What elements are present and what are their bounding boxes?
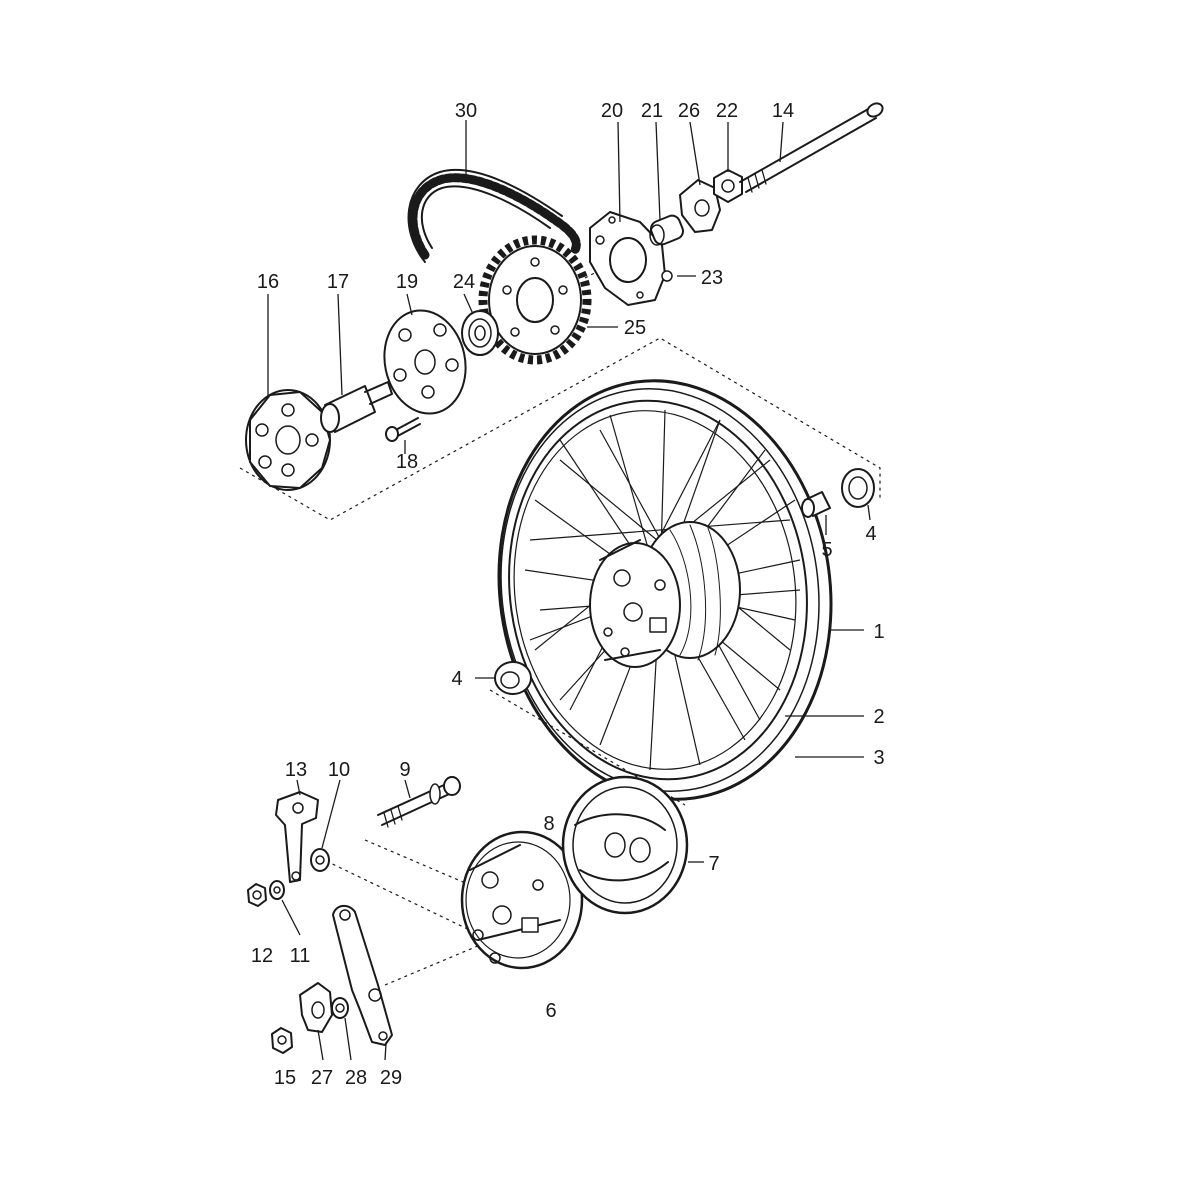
lever-washer [310,848,330,872]
rear-wheel [497,379,833,801]
sprocket-bearing [461,310,499,356]
label-part-5: 5 [821,539,832,561]
label-part-18: 18 [396,451,418,473]
label-part-3: 3 [873,747,884,769]
label-part-28: 28 [345,1067,367,1089]
distance-collar [320,381,393,433]
wheel-bearing-right [841,468,875,508]
lever-nut [247,883,267,907]
small-washer [269,880,285,900]
label-part-25: 25 [624,317,646,339]
label-part-19: 19 [396,271,418,293]
chain-adjuster-left [299,982,333,1033]
axle-nut [713,169,743,203]
torque-link-washer [331,997,349,1019]
mounting-bolt [385,417,421,442]
label-part-21: 21 [641,100,663,122]
rear-sprocket [478,235,592,365]
label-part-12: 12 [251,945,273,967]
drive-chain [407,168,581,263]
part-labels: 30 20 21 26 22 14 16 17 19 24 23 25 18 5… [251,100,885,1089]
brake-arm-lever [275,791,319,883]
label-part-26: 26 [678,100,700,122]
label-part-16: 16 [257,271,279,293]
label-part-17: 17 [327,271,349,293]
wheel-bearing-left [494,661,532,695]
label-part-22: 22 [716,100,738,122]
label-part-30: 30 [455,100,477,122]
label-part-1: 1 [873,621,884,643]
sprocket-cover-plate [589,211,666,306]
sprocket-mounting-plate [383,309,467,415]
label-part-4-left: 4 [451,668,462,690]
label-part-2: 2 [873,706,884,728]
label-part-10: 10 [328,759,350,781]
label-part-8: 8 [543,813,554,835]
axle-collar [649,214,684,246]
brake-panel [460,830,584,970]
label-part-15: 15 [274,1067,296,1089]
wheel-spacer [801,491,831,518]
torque-link-nut [271,1027,293,1054]
label-part-29: 29 [380,1067,402,1089]
label-part-23: 23 [701,267,723,289]
label-part-9: 9 [399,759,410,781]
label-part-7: 7 [708,853,719,875]
label-part-13: 13 [285,759,307,781]
chain-adjuster-right [679,179,721,233]
label-part-27: 27 [311,1067,333,1089]
wheel-damper-rubber [245,389,331,491]
brake-shoes [561,775,689,915]
label-part-6: 6 [545,1000,556,1022]
torque-link [332,904,393,1046]
label-part-11: 11 [290,945,311,967]
leader-lines [267,120,871,1061]
rear-axle [739,102,884,193]
label-part-20: 20 [601,100,623,122]
brake-cam-shaft [377,776,461,828]
label-part-4-right: 4 [865,523,876,545]
label-part-14: 14 [772,100,794,122]
label-part-24: 24 [453,271,475,293]
small-nut [661,270,673,282]
